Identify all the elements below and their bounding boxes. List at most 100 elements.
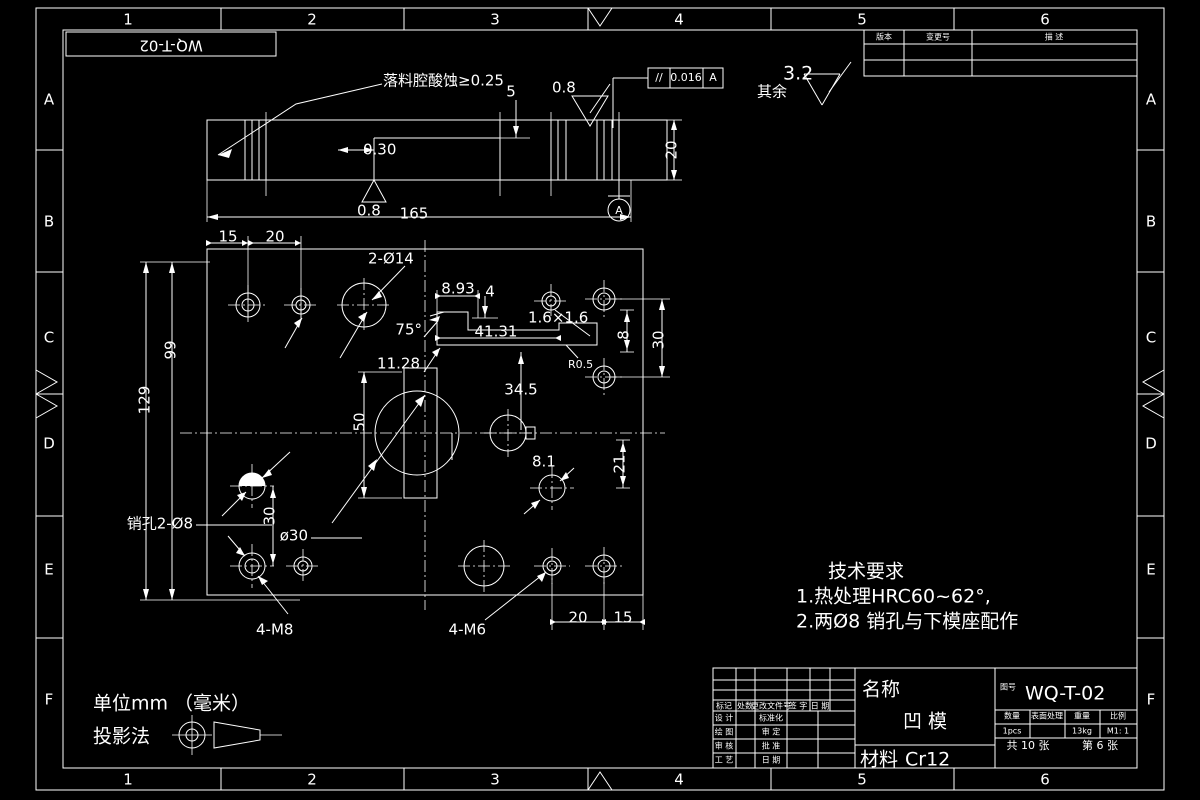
tb-drawing-no-label: 图号 — [1000, 683, 1016, 692]
tb-rev-h0: 标记 — [716, 701, 732, 711]
radius-r05-text: R0.5 — [568, 358, 593, 371]
dim-30-left-text: 30 — [261, 506, 279, 525]
tb-rev-h2: 更改文件号 — [751, 701, 791, 711]
top-left-code-text: WQ-T-02 — [139, 37, 202, 55]
bore-d30-text: ø30 — [280, 527, 308, 545]
hole-group-upper-left — [228, 285, 268, 325]
dim-129-text: 129 — [136, 386, 154, 415]
tb-material-value: Cr12 — [905, 749, 950, 771]
dim-5: 5 — [500, 83, 530, 139]
dim-165-text: 165 — [400, 205, 429, 223]
punch-profile — [423, 311, 598, 346]
gdt-tolerance: 0.016 — [670, 71, 702, 84]
tb-scale-value: M1: 1 — [1107, 727, 1129, 736]
gdt-datum: A — [709, 71, 717, 84]
tb-qty-header: 数量 — [1004, 711, 1020, 721]
tb-sign-0-2: 标准化 — [759, 713, 783, 723]
threads-m6-text: 4-M6 — [449, 621, 486, 639]
default-roughness-label: 其余 — [757, 83, 787, 101]
legend-units-text: 单位mm （毫米） — [93, 693, 250, 715]
dim-50-text: 50 — [351, 412, 369, 431]
rev-header-description: 描 述 — [1045, 32, 1064, 42]
zone-top-2: 2 — [307, 11, 317, 29]
roughness-08-left: 0.8 — [357, 178, 387, 220]
rev-header-version: 版本 — [876, 32, 892, 42]
tb-sign-0-0: 设 计 — [715, 713, 734, 723]
dim-5-text: 5 — [506, 83, 516, 101]
datum-a-symbol: A — [607, 180, 631, 222]
tb-sign-3-0: 工 艺 — [715, 756, 734, 765]
tb-rev-h4: 日 期 — [811, 702, 830, 711]
radius-r05 — [565, 344, 579, 359]
tb-qty-value: 1pcs — [1003, 727, 1022, 736]
angle-75 — [429, 311, 445, 322]
zone-bottom-3: 3 — [490, 771, 500, 789]
zone-top-4: 4 — [674, 11, 684, 29]
tb-drawing-no-value: WQ-T-02 — [1025, 683, 1105, 705]
hole-8-1-text: 8.1 — [532, 453, 556, 471]
dim-129: 129 — [136, 261, 300, 601]
central-bore — [331, 367, 460, 524]
zone-top-3: 3 — [490, 11, 500, 29]
dim-30-left: 30 — [261, 486, 279, 566]
tb-name-label: 名称 — [862, 679, 900, 701]
zone-right-c: C — [1146, 329, 1156, 347]
dim-165: 165 — [207, 205, 631, 223]
dim-15-20: 15 20 — [206, 228, 302, 320]
roughness-08-right-text: 0.8 — [552, 79, 576, 97]
dim-bottom-20-15: 20 15 — [550, 578, 645, 630]
dim-8-93-text: 8.93 — [441, 280, 474, 298]
tb-weight-header: 重量 — [1074, 711, 1090, 721]
hole-8-1 — [523, 466, 575, 515]
tb-sheet-total: 共 10 张 — [1007, 739, 1050, 752]
dim-11-28-text: 11.28 — [377, 355, 420, 373]
dim-50: 50 — [351, 371, 402, 499]
tb-weight-value: 13kg — [1072, 727, 1092, 736]
dim-8: 8 — [615, 309, 634, 353]
zone-left-b: B — [44, 213, 54, 231]
zone-top-1: 1 — [123, 11, 133, 29]
hole-group-upper-left-2 — [284, 288, 318, 349]
tb-sign-1-0: 绘 图 — [715, 727, 734, 737]
zone-left-c: C — [44, 329, 54, 347]
dim-8-text: 8 — [615, 330, 633, 340]
angle-75-text: 75° — [395, 321, 422, 339]
etch-note-leader — [217, 83, 383, 158]
pin-hole-label-text: 销孔2-Ø8 — [127, 515, 193, 533]
tb-surface-header: 表面处理 — [1031, 711, 1063, 721]
dim-8-93: 8.93 — [435, 280, 480, 318]
zone-left-f: F — [45, 691, 54, 709]
side-view — [206, 112, 668, 222]
roughness-08-right: 0.8 — [552, 79, 611, 127]
zone-left-d: D — [43, 435, 55, 453]
dim-30-right: 30 — [611, 298, 670, 378]
revision-table: 版本 变更号 描 述 — [863, 29, 1138, 77]
zone-right-d: D — [1145, 435, 1157, 453]
tech-req-heading: 技术要求 — [828, 561, 904, 583]
zone-right-b: B — [1146, 213, 1156, 231]
zone-bottom-5: 5 — [857, 771, 867, 789]
gdt-frame: // 0.016 A — [612, 67, 724, 128]
dim-bottom-20-text: 20 — [568, 609, 587, 627]
zone-bottom-6: 6 — [1040, 771, 1050, 789]
first-angle-projection-icon — [172, 715, 282, 755]
tb-material-label: 材料 — [860, 749, 898, 771]
tb-rev-h3: 签 字 — [789, 701, 808, 711]
dim-2xd14-text: 2-Ø14 — [368, 250, 414, 268]
dim-34-5-text: 34.5 — [504, 381, 537, 399]
tb-name-value: 凹 模 — [903, 711, 947, 733]
zone-grid-lines — [36, 8, 1164, 790]
dim-bottom-15-text: 15 — [613, 609, 632, 627]
dim-4: 4 — [472, 283, 498, 319]
zone-bottom-1: 1 — [123, 771, 133, 789]
dim-15-text: 15 — [218, 228, 237, 246]
dim-34-5: 34.5 — [504, 352, 538, 430]
dim-0-30: 0.30 — [338, 141, 396, 159]
dim-4-text: 4 — [485, 283, 495, 301]
legend-projection-text: 投影法 — [93, 726, 150, 748]
pin-hole-upper — [221, 451, 291, 517]
zone-right-f: F — [1147, 691, 1156, 709]
top-left-code-box: WQ-T-02 — [65, 31, 277, 57]
zone-bottom-4: 4 — [674, 771, 684, 789]
